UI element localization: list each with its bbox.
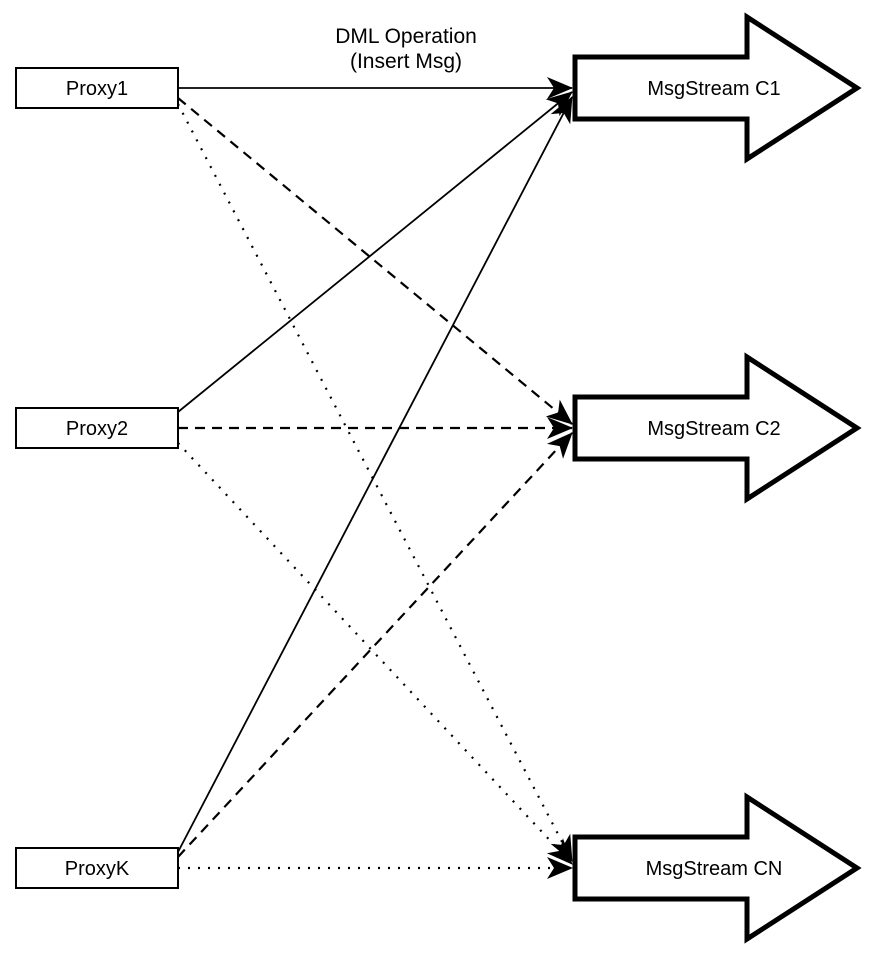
msgstream-c1-node: MsgStream C1: [572, 12, 862, 164]
connection-proxy2-to-c1: [177, 91, 573, 413]
msgstream-cn-label: MsgStream CN: [646, 858, 783, 880]
proxy2-label: Proxy2: [66, 418, 128, 440]
diagram-title: DML Operation (Insert Msg): [335, 25, 477, 73]
proxyk-node: ProxyK: [15, 847, 179, 889]
msgstream-c2-arrow-shape: [572, 352, 862, 504]
connection-proxy2-to-cn: [177, 442, 573, 865]
connection-proxy1-to-cn: [177, 103, 573, 862]
msgstream-c2-node: MsgStream C2: [572, 352, 862, 504]
proxyk-box: [15, 847, 179, 889]
proxyk-label: ProxyK: [65, 858, 130, 880]
msgstream-c1-arrow-shape: [572, 12, 862, 164]
msgstream-cn-arrow-shape: [572, 792, 862, 944]
connection-proxyk-to-c1: [177, 96, 573, 853]
diagram-title-line1: DML Operation: [335, 25, 477, 48]
proxy2-box: [15, 407, 179, 449]
proxy1-node: Proxy1: [15, 67, 179, 109]
proxy1-box: [15, 67, 179, 109]
connection-proxy1-to-c2: [177, 97, 573, 425]
proxy1-label: Proxy1: [66, 78, 128, 100]
proxy2-node: Proxy2: [15, 407, 179, 449]
msgstream-c2-label: MsgStream C2: [647, 418, 780, 440]
connection-proxyk-to-c2: [177, 432, 573, 858]
msgstream-c1-label: MsgStream C1: [647, 78, 780, 100]
connections: [177, 77, 573, 879]
diagram-title-line2: (Insert Msg): [350, 50, 462, 73]
msgstream-cn-node: MsgStream CN: [572, 792, 862, 944]
